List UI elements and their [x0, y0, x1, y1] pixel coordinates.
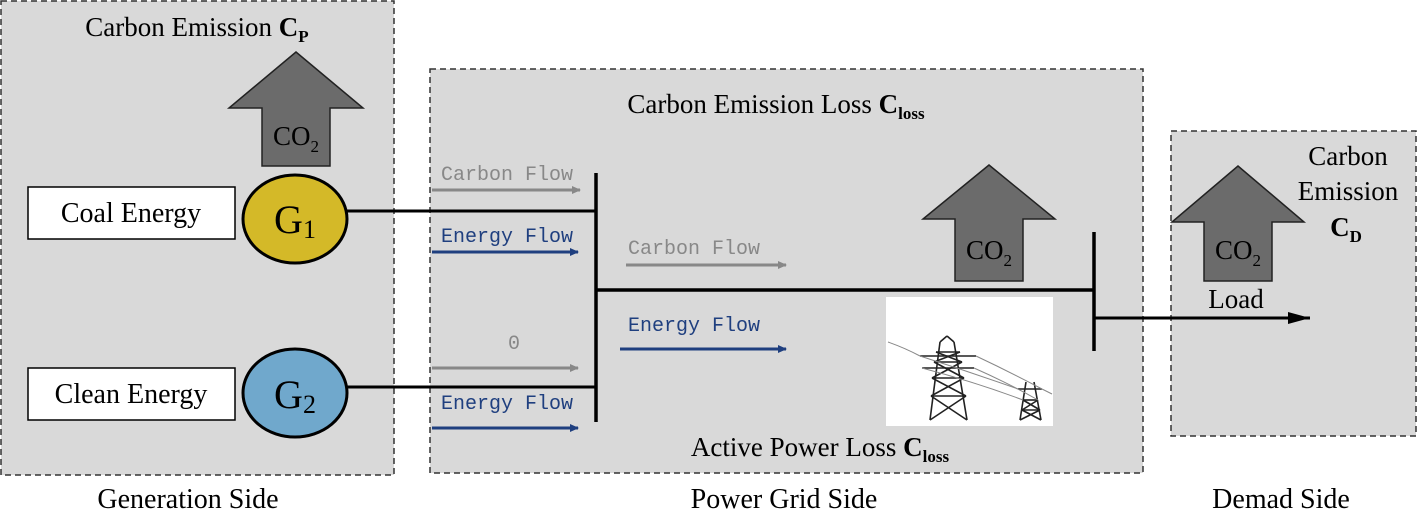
generation-side-label: Generation Side	[97, 484, 278, 510]
grid-title: Carbon Emission Loss Closs	[627, 89, 925, 123]
generator-g1	[241, 173, 349, 265]
demand-side-label: Demad Side	[1212, 484, 1350, 510]
active-power-loss-label: Active Power Loss Closs	[691, 432, 950, 466]
generation-title: Carbon Emission CP	[85, 12, 308, 46]
co2-up-arrow-grid: CO2	[920, 164, 1058, 282]
demand-title-line1: Carbon	[1308, 141, 1388, 171]
energy-flow-label-2: Energy Flow	[441, 393, 573, 416]
carbon-flow-label-3: Carbon Flow	[628, 238, 760, 261]
svg-text:CO2: CO2	[966, 235, 1012, 270]
energy-flow-label-3: Energy Flow	[628, 315, 760, 338]
transmission-tower-image	[886, 297, 1053, 426]
demand-title-symbol: CD	[1330, 212, 1362, 246]
svg-text:CO2: CO2	[273, 121, 319, 156]
clean-energy-box	[27, 367, 236, 421]
coal-energy-label: Coal Energy	[61, 198, 201, 229]
grid-side-label: Power Grid Side	[691, 484, 878, 510]
demand-panel	[1170, 130, 1417, 437]
energy-flow-label-1: Energy Flow	[441, 226, 573, 249]
co2-up-arrow-demand: CO2	[1169, 165, 1307, 282]
load-label: Load	[1208, 284, 1264, 314]
g2-label: G2	[274, 372, 316, 419]
zero-carbon-flow-label: 0	[508, 333, 520, 356]
svg-text:CO2: CO2	[1215, 235, 1261, 270]
co2-up-arrow-generation: CO2	[226, 51, 366, 167]
g1-label: G1	[274, 197, 316, 244]
carbon-flow-label-1: Carbon Flow	[441, 164, 573, 187]
coal-energy-box	[27, 186, 236, 240]
demand-title-line2: Emission	[1298, 176, 1399, 206]
clean-energy-label: Clean Energy	[55, 379, 208, 410]
generator-g2	[241, 347, 349, 439]
